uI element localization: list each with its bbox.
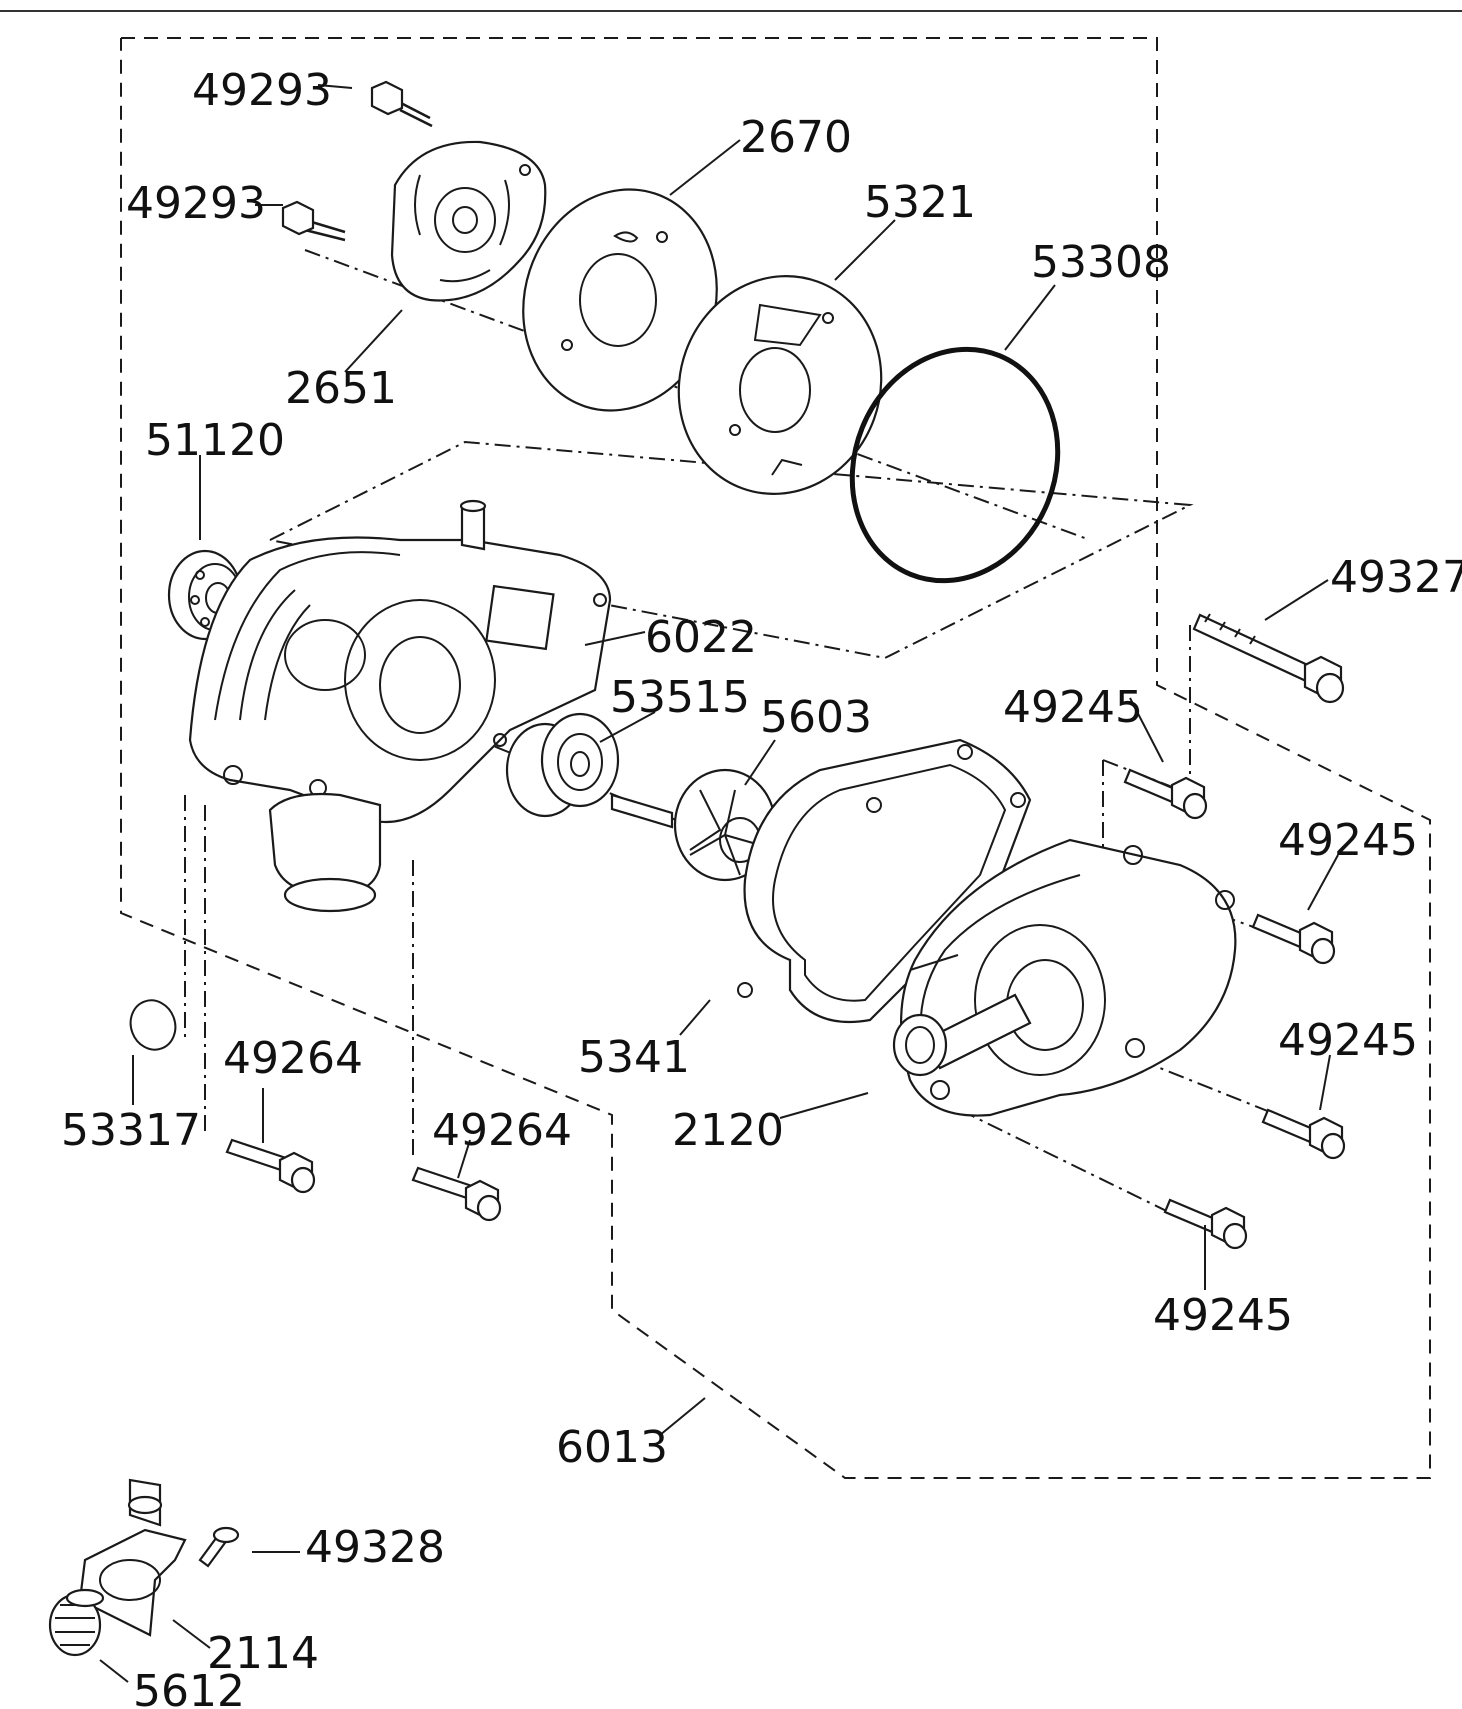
label-49328: 49328 [305,1522,445,1573]
thermostat-5612-icon [48,1588,105,1657]
label-53317: 53317 [61,1105,201,1156]
label-6022: 6022 [645,612,757,663]
label-49245-1: 49245 [1003,682,1143,733]
label-6013: 6013 [556,1422,668,1473]
bolt-49245-2-icon [1251,913,1336,965]
label-49245-4: 49245 [1153,1290,1293,1341]
label-53308: 53308 [1031,237,1171,288]
label-2670: 2670 [740,112,852,163]
seal-53515-icon [505,712,620,818]
label-5321: 5321 [864,177,976,228]
cover-plate-2651-icon [390,140,547,302]
label-51120: 51120 [145,415,285,466]
pump-cover-2120-icon [892,838,1237,1117]
label-5612: 5612 [133,1666,245,1709]
label-2651: 2651 [285,363,397,414]
label-49264-1: 49264 [223,1033,363,1084]
pump-body-6022-icon [188,499,612,913]
label-5341: 5341 [578,1032,690,1083]
label-49327: 49327 [1330,552,1462,603]
gasket-5341-icon [737,738,1032,1024]
plate-5321-icon [677,275,883,495]
label-49264-2: 49264 [432,1105,572,1156]
bolt-49293-lower-icon [281,200,346,242]
o-ring-53308-icon [849,346,1061,584]
label-5603: 5603 [760,692,872,743]
assembly-6013-boundary [120,37,1431,1479]
bolt-49264-2-icon [411,1166,502,1222]
label-49245-2: 49245 [1278,815,1418,866]
gasket-plate-2670-icon [522,188,718,412]
label-49293-lower: 49293 [126,178,266,229]
bolt-49245-1-icon [1123,768,1208,820]
label-2120: 2120 [672,1105,784,1156]
bolt-49328-icon [198,1526,240,1568]
leader-lines [99,84,1339,1683]
label-53515: 53515 [610,672,750,723]
o-ring-53317-icon [129,999,177,1051]
bolt-49327-icon [1192,613,1345,704]
bolt-49245-4-icon [1163,1198,1248,1250]
label-49293-upper: 49293 [192,65,332,116]
bolt-49264-1-icon [225,1138,316,1194]
bolt-49245-3-icon [1261,1108,1346,1160]
bolt-49293-upper-icon [370,80,433,128]
label-2114: 2114 [207,1628,319,1679]
label-49245-3: 49245 [1278,1015,1418,1066]
